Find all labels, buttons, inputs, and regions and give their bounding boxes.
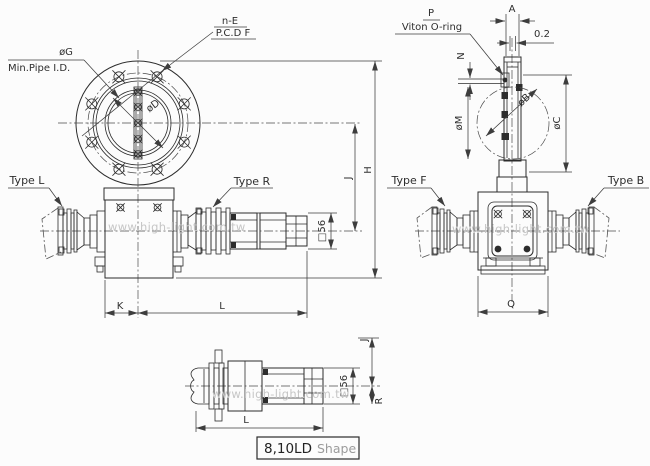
label-dia-d: øD	[144, 98, 162, 115]
dim-k: K	[117, 301, 124, 312]
dim-sq56-left: □56	[317, 220, 328, 242]
shape-suffix-label: Shape	[317, 441, 356, 456]
dim-0-2: 0.2	[534, 29, 550, 40]
label-type-b: Type B	[607, 174, 644, 187]
dim-r: R	[374, 397, 385, 404]
dim-q: Q	[507, 299, 515, 310]
label-type-l: Type L	[9, 174, 46, 187]
dim-j-left: J	[343, 177, 354, 181]
label-min-pipe-id: Min.Pipe I.D.	[8, 63, 70, 74]
dim-n: N	[456, 52, 467, 59]
watermark-bottom: www.high-light.com.tw	[212, 387, 350, 401]
dim-sq56-bottom: □56	[339, 375, 350, 397]
label-type-f: Type F	[390, 174, 426, 187]
dim-dia-m: øM	[454, 116, 465, 131]
label-n-e: n-E	[222, 16, 238, 27]
label-dia-g: øG	[59, 47, 73, 58]
label-type-r: Type R	[233, 175, 271, 188]
bottom-actuator-view: J □56 R L 8,10LD Shape	[185, 337, 385, 460]
label-pcd-f: P.C.D F	[216, 28, 251, 39]
watermark-right: www.high-light.com.tw	[452, 222, 590, 236]
dim-a: A	[509, 4, 516, 15]
watermarks: www.high-light.com.tw www.high-light.com…	[108, 220, 590, 401]
dim-h: H	[363, 166, 374, 174]
dim-dia-c: øC	[552, 116, 563, 129]
shape-model-label: 8,10LD	[264, 441, 312, 457]
dim-l-left: L	[219, 301, 225, 312]
dim-j-bottom: J	[359, 339, 370, 343]
watermark-left: www.high-light.com.tw	[108, 220, 246, 234]
shape-callout-box	[256, 436, 360, 460]
flange-front-view: øD øG Min.Pipe I.D. n-E P.C.D F	[8, 16, 362, 318]
label-viton-o-ring: Viton O-ring	[402, 22, 462, 33]
label-p: P	[428, 8, 434, 19]
dim-l-bottom: L	[243, 415, 249, 426]
side-view-left: □56 K L H J Type L Type R	[8, 60, 382, 318]
side-view-right: A 0.2 N øM øB øC P Viton O-ring Q Type	[387, 4, 649, 317]
